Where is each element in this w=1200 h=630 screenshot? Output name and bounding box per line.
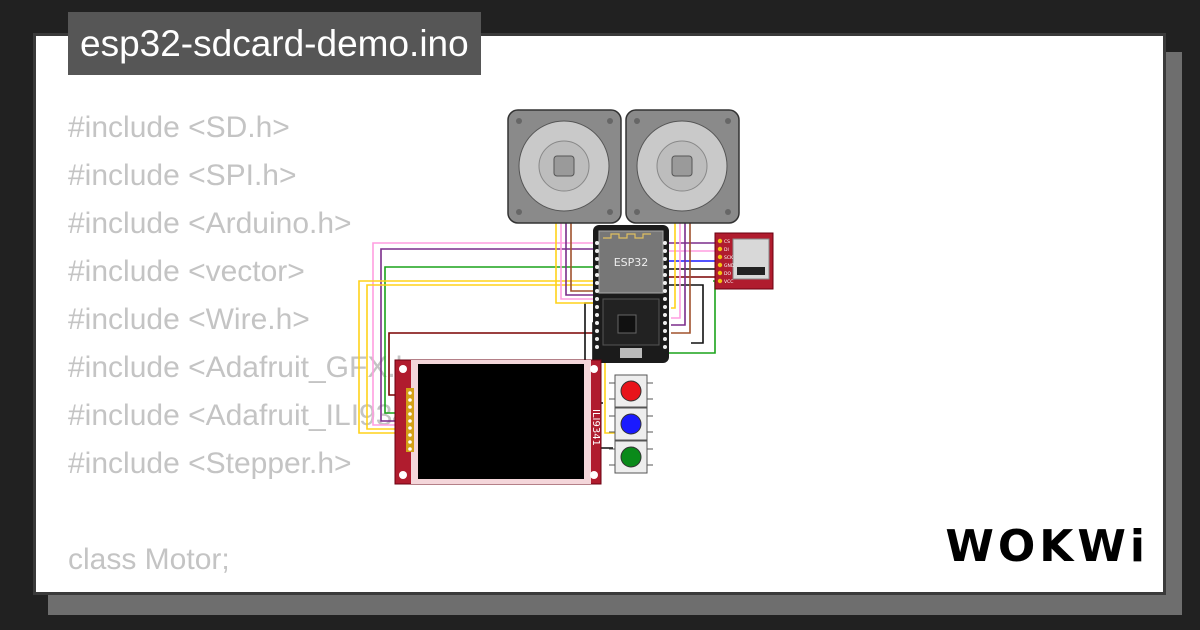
stepper-motor-1	[507, 109, 622, 224]
code-line: #include <vector>	[68, 255, 305, 288]
wokwi-logo: WOKWi	[945, 521, 1149, 572]
code-line: #include <Stepper.h>	[68, 447, 352, 480]
sd-pin-label: DI	[724, 247, 729, 253]
stepper-motor-2	[625, 109, 740, 224]
code-line: #include <Arduino.h>	[68, 207, 352, 240]
sd-pin-label: SCK	[724, 255, 734, 261]
pushbutton-red[interactable]	[609, 374, 653, 408]
pushbutton-blue[interactable]	[609, 407, 653, 441]
code-line: #include <SPI.h>	[68, 159, 297, 192]
sd-pin-label: DO	[724, 271, 731, 277]
code-line: class MotorC	[68, 584, 468, 592]
pushbutton-green[interactable]	[609, 440, 653, 474]
code-line: class Motor;	[68, 543, 230, 576]
sd-pin-label: CS	[724, 239, 730, 245]
esp32-board: ESP32	[593, 225, 669, 363]
sd-card-module: CS DI SCK GND DO VCC	[714, 232, 774, 290]
esp32-label: ESP32	[614, 256, 649, 269]
tft-display: ILI9341	[394, 359, 602, 485]
code-line: #include <SD.h>	[68, 111, 290, 144]
code-line: #include <Wire.h>	[68, 303, 310, 336]
sd-pin-label: VCC	[724, 279, 733, 285]
sd-pin-label: GND	[724, 263, 735, 269]
preview-card: #include <SD.h> #include <SPI.h> #includ…	[33, 33, 1166, 595]
page-title: esp32-sdcard-demo.ino	[68, 12, 481, 75]
circuit-diagram: ESP32 CS DI SCK GND DO VCC	[358, 109, 774, 485]
display-label: ILI9341	[590, 409, 601, 446]
